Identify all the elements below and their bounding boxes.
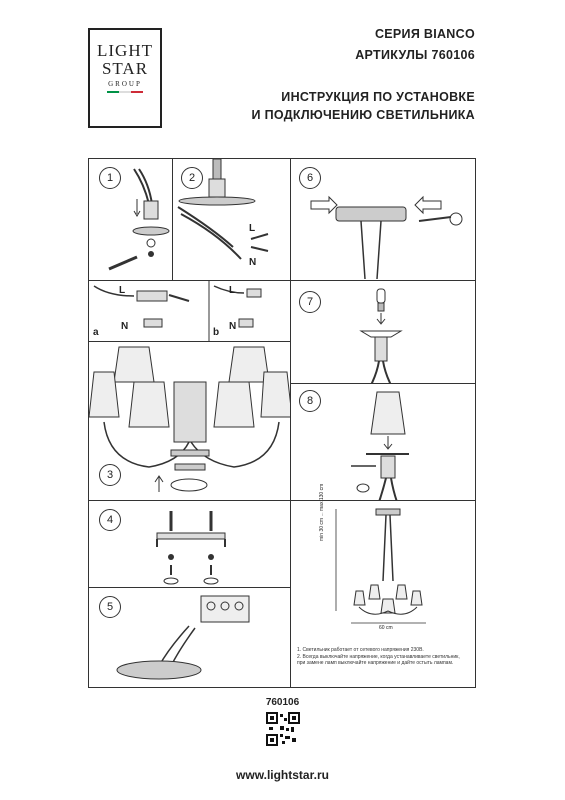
brand-logo: LIGHT STAR GROUP: [88, 28, 162, 128]
instruction-title-line1: ИНСТРУКЦИЯ ПО УСТАНОВКЕ: [281, 90, 475, 104]
terminal-block-illustration: [116, 595, 250, 680]
bulb-insert-illustration: [359, 288, 403, 385]
variant-b-label: b: [213, 327, 220, 338]
step-6-panel: 6: [290, 158, 476, 281]
step-3-panel: 3: [88, 341, 292, 501]
note-line: 2. Всегда выключайте напряжение, когда у…: [297, 653, 460, 660]
step-number: 4: [99, 509, 121, 531]
chandelier-dimension-illustration: [335, 508, 426, 624]
website-link[interactable]: www.lightstar.ru: [236, 768, 329, 782]
logo-line2: STAR: [101, 59, 149, 78]
step-5-panel: 5: [88, 587, 291, 688]
instruction-grid: 1 2 L N 6: [88, 158, 476, 688]
step-number: 6: [299, 167, 321, 189]
shade-mount-illustration: [351, 391, 409, 502]
step-1-panel: 1: [88, 158, 173, 281]
canopy-screws-illustration: [310, 195, 463, 280]
dimensions-panel: min 30 cm ... max 130 cm 60 cm 1. Светил…: [290, 484, 476, 688]
step-number: 2: [181, 167, 203, 189]
articles-title: АРТИКУЛЫ 760106: [355, 48, 475, 62]
neutral-label: N: [121, 321, 129, 332]
article-code: 760106: [265, 697, 300, 708]
step-number: 1: [99, 167, 121, 189]
neutral-label: N: [249, 257, 257, 268]
neutral-label: N: [229, 321, 237, 332]
step-ab-panel: L N a L N b: [88, 280, 291, 343]
variant-a-label: a: [93, 327, 99, 338]
series-title: СЕРИЯ BIANCO: [374, 27, 475, 41]
logo-line1: LIGHT: [97, 41, 153, 60]
step-number: 3: [99, 464, 121, 486]
step-8-panel: 8: [290, 383, 476, 502]
safety-notes: 1. Светильник работает от сетевого напря…: [297, 647, 473, 667]
step-7-panel: 7: [290, 280, 476, 385]
chandelier-assembly-illustration: [89, 346, 292, 492]
step-4-panel: 4: [88, 500, 291, 588]
qr-code-icon: [266, 712, 300, 746]
note-line: при замене ламп выключайте напряжение и …: [297, 660, 454, 666]
live-label: L: [249, 223, 256, 234]
mounting-bracket-illustration: [156, 511, 226, 585]
height-dimension: min 30 cm ... max 130 cm: [319, 483, 325, 541]
wire-stripping-illustration: [177, 159, 269, 260]
note-line: 1. Светильник работает от сетевого напря…: [297, 647, 424, 653]
instruction-title-line2: И ПОДКЛЮЧЕНИЮ СВЕТИЛЬНИКА: [251, 108, 475, 122]
live-label: L: [229, 285, 236, 296]
wire-connection-illustration: [93, 281, 262, 343]
step-number: 5: [99, 596, 121, 618]
step-number: 8: [299, 390, 321, 412]
italian-flag-icon: [90, 91, 160, 93]
ceiling-wires-illustration: [108, 168, 170, 271]
logo-line3: GROUP: [108, 80, 142, 88]
width-dimension: 60 cm: [379, 625, 393, 631]
step-number: 7: [299, 291, 321, 313]
step-2-panel: 2 L N: [172, 158, 291, 281]
live-label: L: [119, 285, 126, 296]
